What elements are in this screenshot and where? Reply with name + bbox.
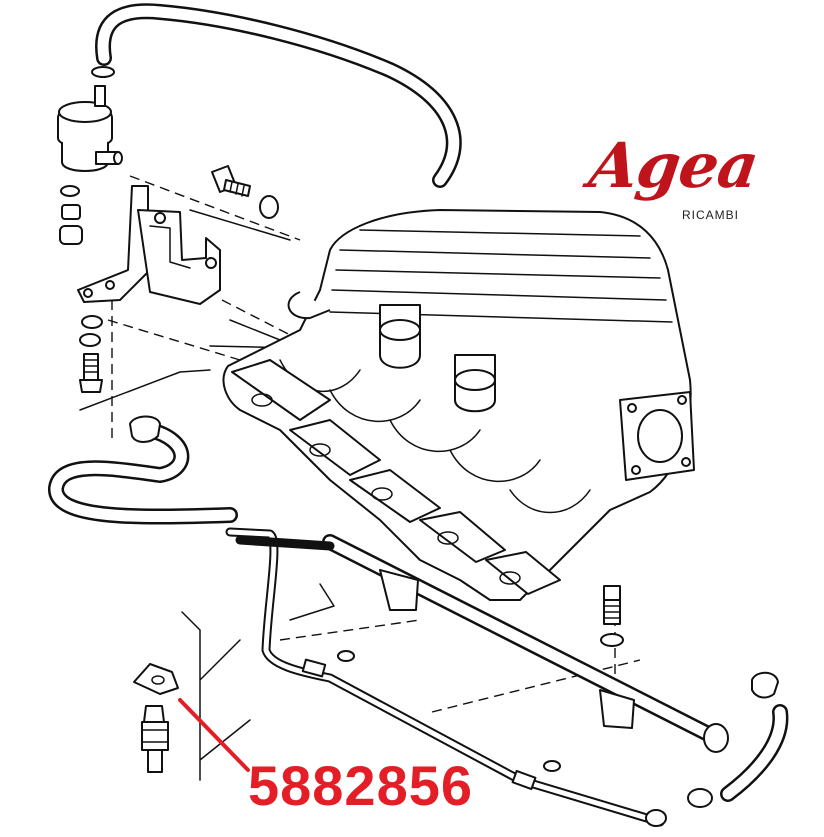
logo-brand-text: Agea (584, 129, 763, 202)
part-number-label: 5882856 (248, 754, 474, 817)
washer-3 (79, 333, 101, 347)
fuel-line-clip (133, 663, 179, 695)
nut-1 (61, 204, 81, 220)
panel-outline (181, 611, 251, 781)
regulator-bracket (77, 185, 221, 305)
hose-clamp-left (129, 415, 161, 443)
assembly-guide-lines (79, 175, 641, 713)
washer-1 (60, 185, 80, 197)
pressure-regulator (57, 85, 123, 172)
callout-leader-line (178, 698, 250, 772)
washer-2 (81, 315, 103, 329)
bolt-right (603, 585, 621, 625)
intake-manifold (222, 209, 695, 601)
fuel-return-hose (48, 422, 238, 525)
agea-ricambi-logo: Agea RICAMBI (585, 129, 762, 235)
vacuum-hose-top (95, 3, 462, 188)
hose-clamp-right (687, 788, 713, 808)
bolt-left (79, 353, 103, 393)
washer-right (600, 633, 624, 647)
washer-top (259, 195, 279, 219)
hose-clip-right (751, 671, 779, 699)
hose-clip-top (91, 66, 115, 78)
sensor-plug (141, 705, 169, 773)
fuel-rail (322, 534, 729, 753)
fuel-line (225, 527, 667, 827)
fuel-hose-right (720, 704, 789, 802)
spacer-1 (59, 225, 83, 245)
panel-outline-2 (289, 583, 335, 621)
logo-subtitle-text: RICAMBI (682, 208, 740, 222)
bolt-top (211, 165, 251, 197)
